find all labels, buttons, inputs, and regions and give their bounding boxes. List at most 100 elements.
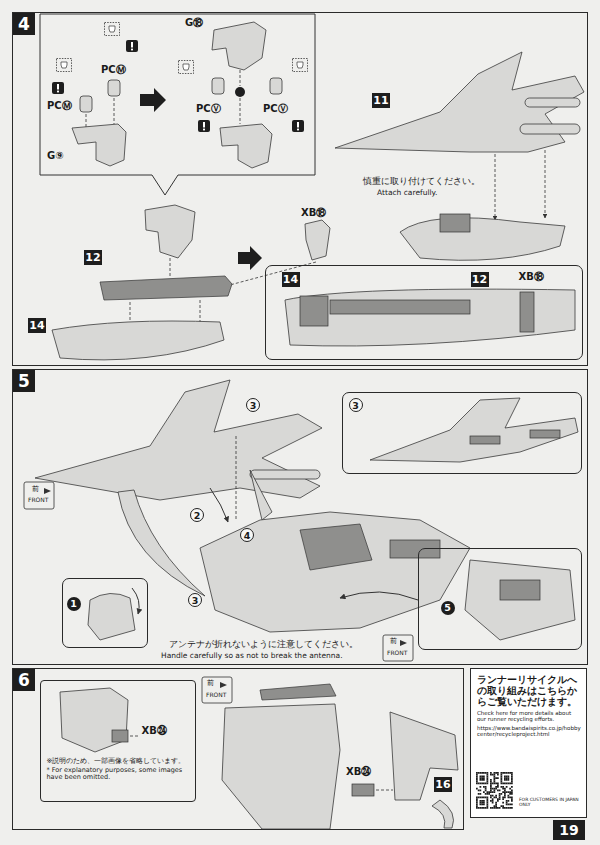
qr-module [495, 772, 497, 774]
qr-module [487, 800, 489, 802]
qr-module [494, 772, 496, 774]
qr-module [511, 800, 513, 802]
polycap-parts [72, 124, 126, 166]
leg-assembly [500, 580, 540, 600]
caution-note: アンテナが折れないように注意してください。 [168, 640, 359, 650]
qr-module [476, 779, 478, 781]
qr-module [502, 786, 504, 788]
qr-module [490, 786, 492, 788]
front-mark: 前 [206, 679, 215, 687]
qr-module [476, 800, 478, 802]
leg-parts [520, 292, 534, 332]
qr-module [497, 798, 499, 800]
leg-detail [432, 800, 454, 828]
qr-module [483, 804, 485, 806]
leg-assembly [300, 524, 372, 570]
qr-module [495, 805, 497, 807]
qr-module [499, 798, 501, 800]
leg-detail [390, 712, 458, 800]
qr-module [481, 779, 483, 781]
caution-note: Attach carefully. [376, 189, 438, 198]
qr-module [499, 790, 501, 792]
part-label: PCⓋ [262, 103, 289, 115]
qr-module [504, 777, 506, 779]
qr-module [509, 797, 511, 799]
qr-module [504, 772, 506, 774]
qr-module [511, 797, 513, 799]
caution-note: 慎重に取り付けてください。 [362, 177, 481, 187]
front-mark: FRONT [27, 497, 50, 504]
front-mark: FRONT [205, 692, 228, 699]
qr-module [504, 793, 506, 795]
qr-module [499, 793, 501, 795]
qr-module [511, 786, 513, 788]
qr-module [499, 807, 501, 809]
qr-module [483, 786, 485, 788]
qr-module [497, 800, 499, 802]
polycap-parts [235, 87, 245, 97]
qr-module [485, 807, 487, 809]
qr-module [481, 807, 483, 809]
leg-detail [222, 704, 340, 829]
polycap-parts [240, 70, 241, 86]
qr-module [495, 777, 497, 779]
qr-module [492, 800, 494, 802]
part-label: XB⑱ [300, 207, 327, 219]
qr-module [490, 795, 492, 797]
qr-module [509, 791, 511, 793]
info-heading: ランナーリサイクルへの取り組みはこちらからご覧いただけます。 [477, 675, 581, 708]
qr-module [476, 802, 478, 804]
qr-module [494, 781, 496, 783]
qr-module [508, 772, 510, 774]
note-text: ※説明のため、一部画像を省略しています。 [47, 757, 189, 765]
wing-assembly [525, 98, 580, 107]
qr-module [490, 781, 492, 783]
qr-module [504, 797, 506, 799]
callout-bubble [40, 14, 315, 195]
qr-module [476, 788, 478, 790]
qr-module [502, 797, 504, 799]
front-mark: 前 [31, 485, 40, 493]
qr-module [502, 805, 504, 807]
qr-module [481, 802, 483, 804]
qr-module [490, 774, 492, 776]
polycap-parts [108, 80, 120, 96]
qr-module [509, 793, 511, 795]
qr-module [501, 779, 503, 781]
qr-module [481, 800, 483, 802]
qr-module [499, 797, 501, 799]
qr-module [501, 805, 503, 807]
qr-module [511, 793, 513, 795]
qr-module [501, 772, 503, 774]
wing-assembly [400, 218, 565, 261]
qr-module [502, 802, 504, 804]
qr-module [511, 804, 513, 806]
qr-module [481, 797, 483, 799]
leg-detail [130, 736, 138, 737]
qr-module [509, 783, 511, 785]
qr-module [506, 779, 508, 781]
polycap-parts [212, 78, 224, 94]
qr-module [476, 774, 478, 776]
qr-module [487, 781, 489, 783]
qr-module [488, 793, 490, 795]
leg-assembly [400, 640, 407, 646]
callout-number: 3 [349, 398, 363, 412]
qr-module [483, 802, 485, 804]
qr-module [506, 804, 508, 806]
qr-module [508, 783, 510, 785]
recycle-panel [470, 668, 587, 818]
qr-module [504, 776, 506, 778]
qr-module [497, 777, 499, 779]
qr-module [501, 777, 503, 779]
qr-module [483, 800, 485, 802]
qr-module [476, 807, 478, 809]
qr-module [487, 779, 489, 781]
qr-module [492, 788, 494, 790]
part-number: 12 [471, 272, 489, 287]
qr-module [502, 791, 504, 793]
polycap-parts [212, 22, 266, 70]
qr-module [487, 774, 489, 776]
qr-module [478, 772, 480, 774]
qr-module [511, 790, 513, 792]
